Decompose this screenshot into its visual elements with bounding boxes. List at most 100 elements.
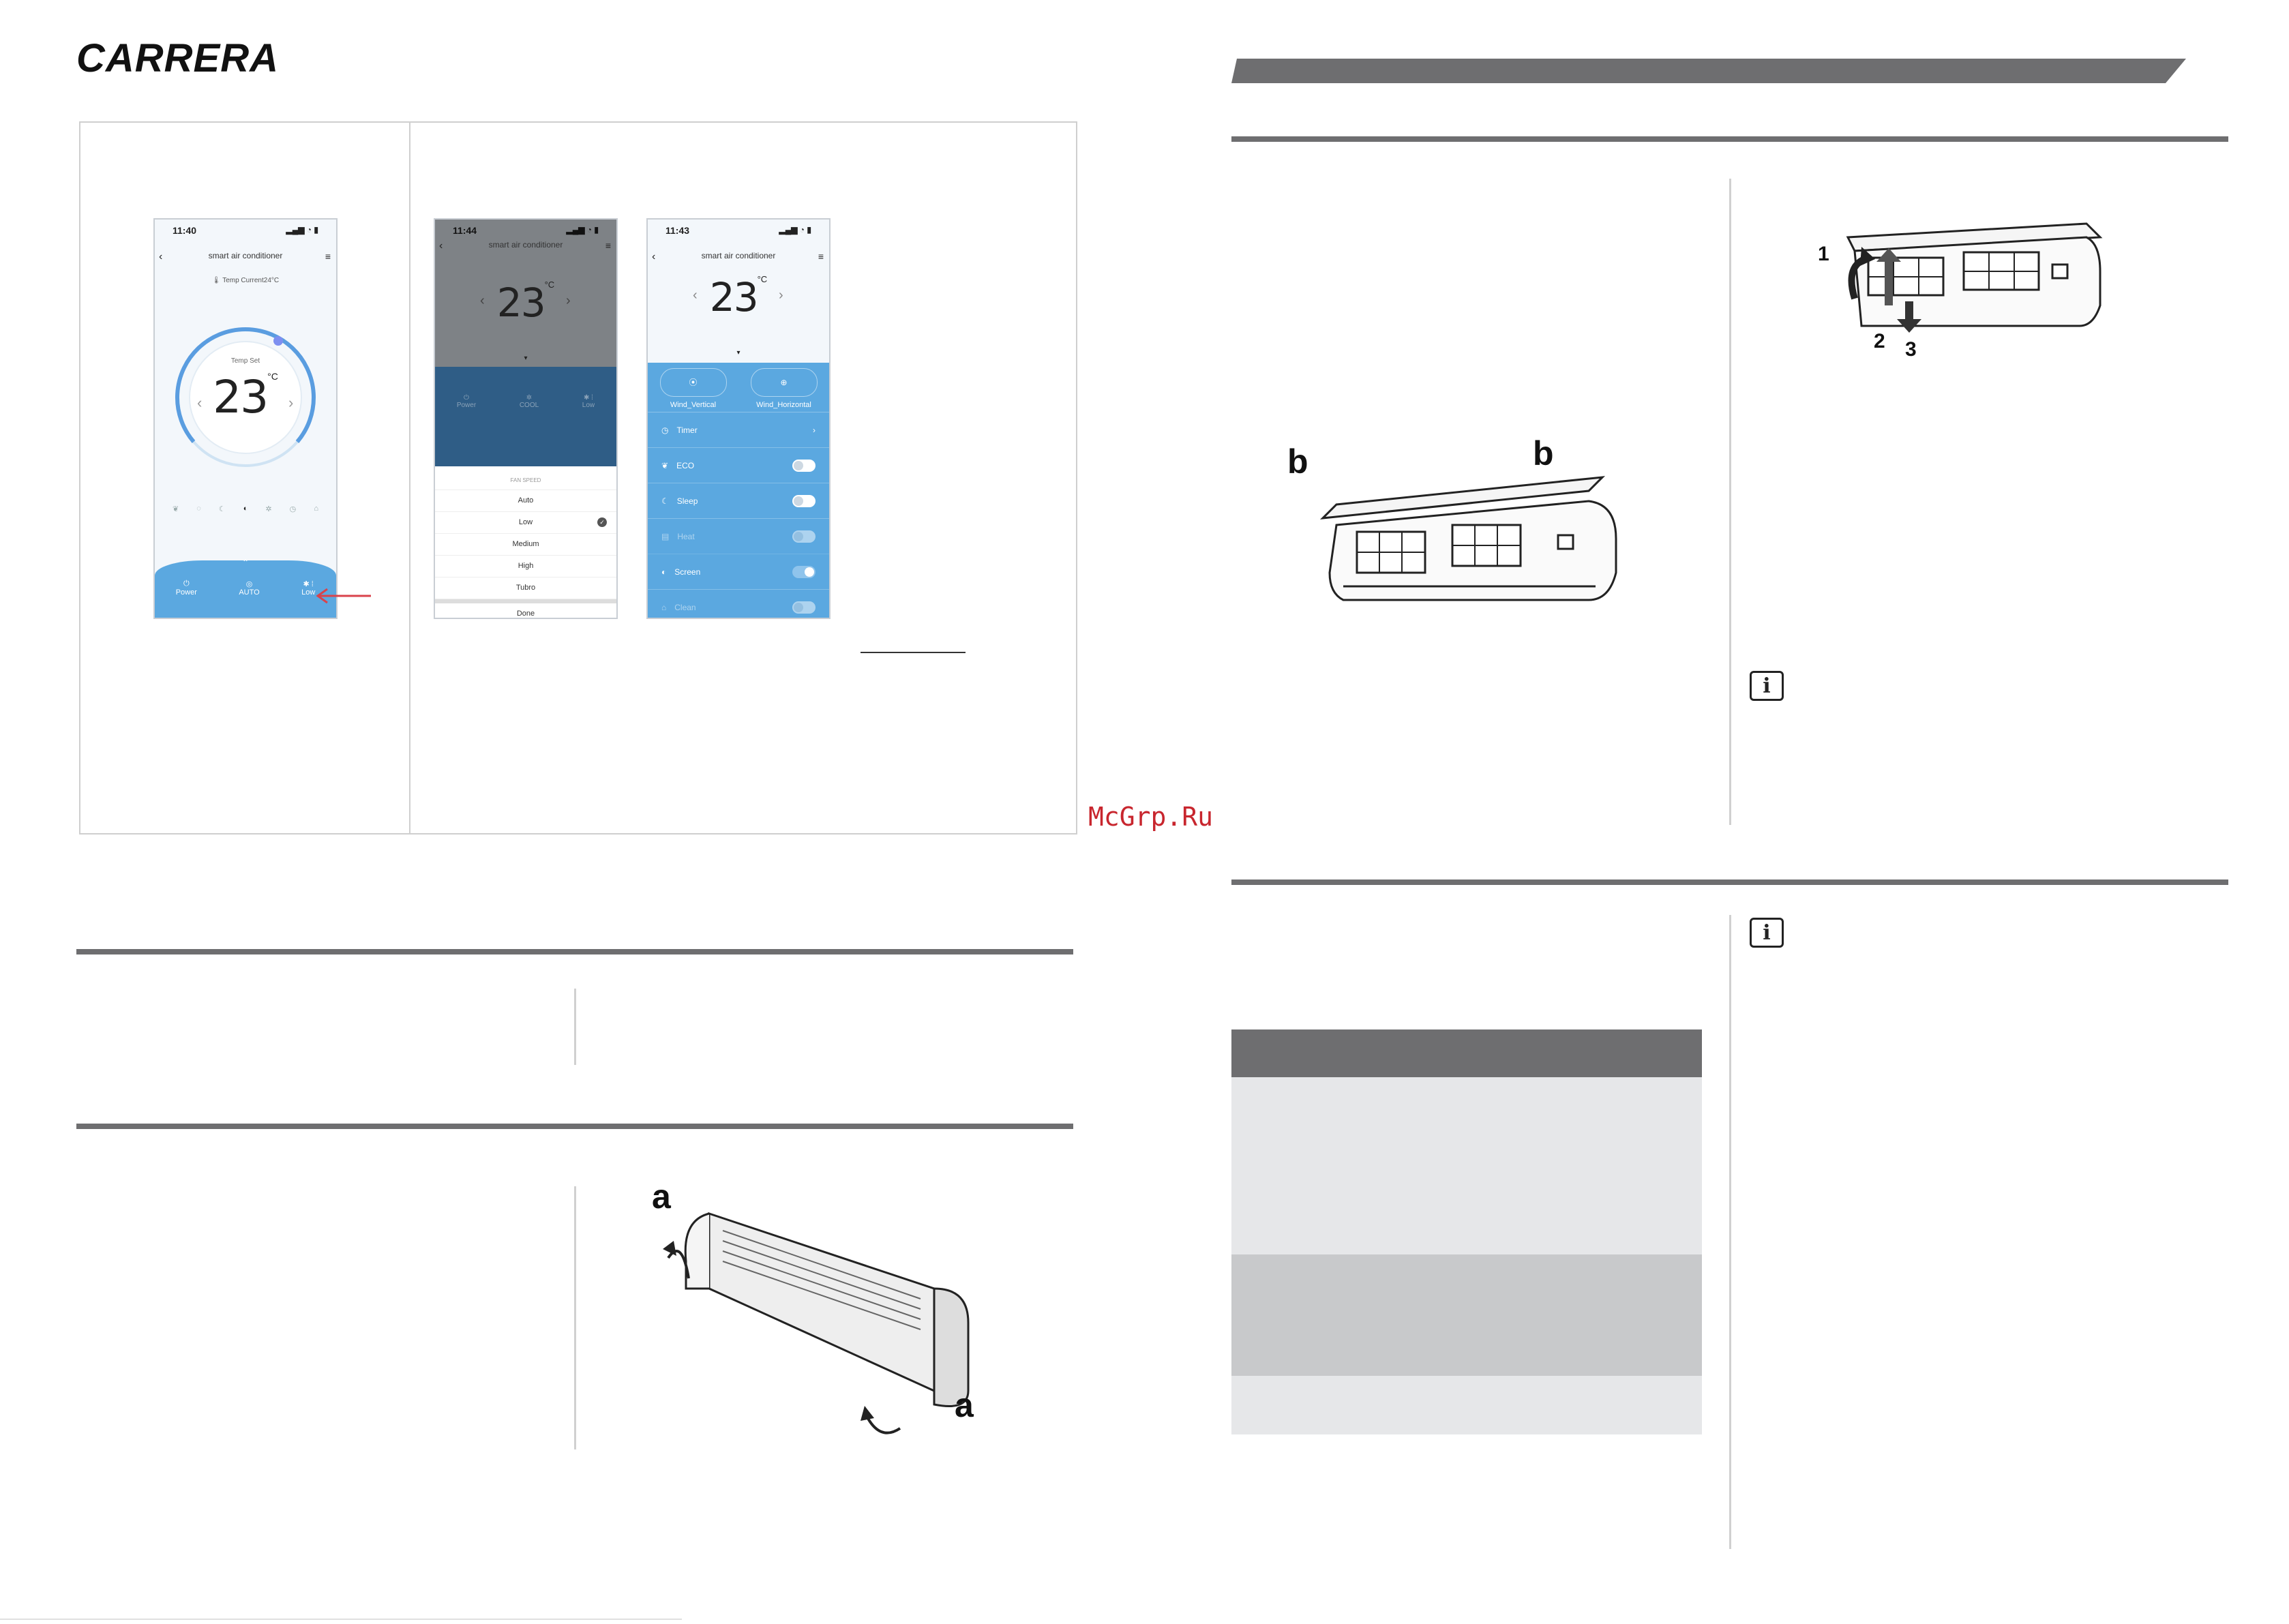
brand-logo: CARRERA [76,36,279,80]
fan-option-auto[interactable]: Auto [435,490,616,512]
table-row [1231,1077,1702,1254]
heat-toggle[interactable] [792,530,816,543]
collapse-icon[interactable]: ▾ [736,349,740,357]
temp-up-icon[interactable]: › [288,394,294,411]
phone-screen-settings: 11:43 ▂▄▆ ◔ ▮ ‹ smart air conditioner ≡ … [646,218,831,619]
mode-button[interactable]: ✲COOL [519,394,539,409]
eco-toggle[interactable] [792,459,816,472]
temp-down-icon[interactable]: ‹ [693,288,698,303]
temp-set-label: Temp Set [230,357,260,365]
eco-row[interactable]: ❦ECO [648,448,829,483]
fan-icon: ✱ ⁞ [584,394,593,402]
moon-icon[interactable]: ☾ [218,505,226,513]
power-icon: ⏻ [464,394,469,402]
moon-icon: ☾ [661,496,669,506]
status-time: 11:43 [665,225,690,236]
auto-icon: ◎ [245,580,253,588]
battery-icon: ▂▄▆ ◔ ▮ [779,225,811,235]
sleep-toggle[interactable] [792,494,816,507]
fan-option-medium[interactable]: Medium [435,534,616,556]
heat-icon: ▤ [661,531,670,541]
screen-toggle[interactable] [792,565,816,578]
check-icon: ✓ [597,517,607,527]
wind-horizontal-button[interactable]: ⊕ Wind_Horizontal [750,368,818,409]
mode-button[interactable]: ◎ AUTO [239,580,260,597]
column-divider [1729,179,1731,825]
expand-icon[interactable]: ⌃ [241,558,250,567]
sleep-row[interactable]: ☾Sleep [648,483,829,519]
leaf-icon[interactable]: ❦ [173,505,179,513]
label-b-left: b [1287,442,1308,481]
screen-row[interactable]: ◐Screen [648,554,829,590]
temp-unit: °C [544,280,555,290]
back-icon[interactable]: ‹ [439,240,443,252]
battery-icon: ▂▄▆ ◔ ▮ [566,225,599,235]
app-screenshots-frame [79,121,1077,834]
heat-row[interactable]: ▤Heat [648,519,829,554]
fan-option-high[interactable]: High [435,556,616,577]
wind-vertical-icon: ⦿ [659,368,727,397]
contrast-icon[interactable]: ◐ [243,505,248,513]
column-divider [574,989,576,1065]
back-icon[interactable]: ‹ [159,251,163,262]
fan-speed-header: FAN SPEED [435,472,616,490]
timer-icon: ◷ [661,425,669,435]
power-button[interactable]: ⏻Power [456,394,477,409]
status-time: 11:44 [453,225,477,236]
collapse-icon[interactable]: ▾ [524,355,528,362]
timer-row[interactable]: ◷Timer› [648,412,829,448]
done-button[interactable]: Done [435,603,616,618]
fan-option-tubro[interactable]: Tubro [435,577,616,599]
wind-vertical-button[interactable]: ⦿ Wind_Vertical [659,368,727,409]
mode-icons-row: ❦ ◌ ☾ ◐ ✲ ◷ ⌂ [173,505,318,513]
clock-icon[interactable]: ◷ [289,505,297,513]
temp-up-icon[interactable]: › [566,293,571,308]
temp-value: 23 [213,371,269,423]
ac-unit-open-panel-figure [1319,476,1617,601]
drop-icon[interactable]: ◌ [196,505,201,513]
fan-speed-button[interactable]: ✱ ⁞ Low [301,580,316,597]
screen-title: smart air conditioner [208,251,283,260]
table-row [1231,1376,1702,1434]
frame-divider [409,121,410,833]
section-rule [76,1124,1073,1129]
fan-icon: ✱ ⁞ [303,580,314,588]
section-rule [1231,879,2228,885]
section-header-bar [1231,59,2186,83]
label-a-bottom: a [955,1386,974,1424]
info-icon: i [1750,918,1784,948]
menu-icon[interactable]: ≡ [818,251,824,262]
menu-icon[interactable]: ≡ [325,251,331,262]
clean-icon: ⌂ [661,602,667,612]
clean-icon[interactable]: ⌂ [314,505,318,513]
clean-row[interactable]: ⌂Clean [648,590,829,618]
column-divider [1729,915,1731,1549]
menu-icon[interactable]: ≡ [605,240,611,251]
section-rule [1231,136,2228,142]
section-rule [76,949,1073,954]
snow-icon: ✲ [526,394,533,402]
status-bar: 11:40 ▂▄▆ ◔ ▮ [155,220,336,251]
clean-toggle[interactable] [792,601,816,614]
phone-screen-home: 11:40 ▂▄▆ ◔ ▮ ‹ smart air conditioner ≡ … [153,218,338,619]
underline-mark [861,652,966,653]
status-bar: 11:44 ▂▄▆ ◔ ▮ [435,220,616,251]
temp-current: Temp Current24°C [222,277,280,284]
fan-option-low[interactable]: Low✓ [435,512,616,534]
temp-up-icon[interactable]: › [779,288,783,303]
bottom-control-panel: ⌃ ⏻ Power ◎ AUTO ✱ ⁞ Low [155,558,336,618]
back-icon[interactable]: ‹ [652,251,656,262]
power-icon: ⏻ [183,580,190,588]
power-button[interactable]: ⏻ Power [175,580,197,597]
watermark-text: McGrp.Ru [1088,802,1214,832]
snow-icon[interactable]: ✲ [265,505,272,513]
dimmed-blue-panel [435,367,616,466]
temperature-dial[interactable] [170,322,321,473]
settings-panel: ⦿ Wind_Vertical ⊕ Wind_Horizontal ◷Timer… [648,363,829,618]
status-time: 11:40 [173,225,197,236]
leaf-icon: ❦ [661,460,669,470]
filter-removal-figure [1846,222,2103,333]
temp-down-icon[interactable]: ‹ [197,394,203,411]
temp-down-icon[interactable]: ‹ [480,293,485,308]
fan-speed-button[interactable]: ✱ ⁞Low [582,394,595,409]
